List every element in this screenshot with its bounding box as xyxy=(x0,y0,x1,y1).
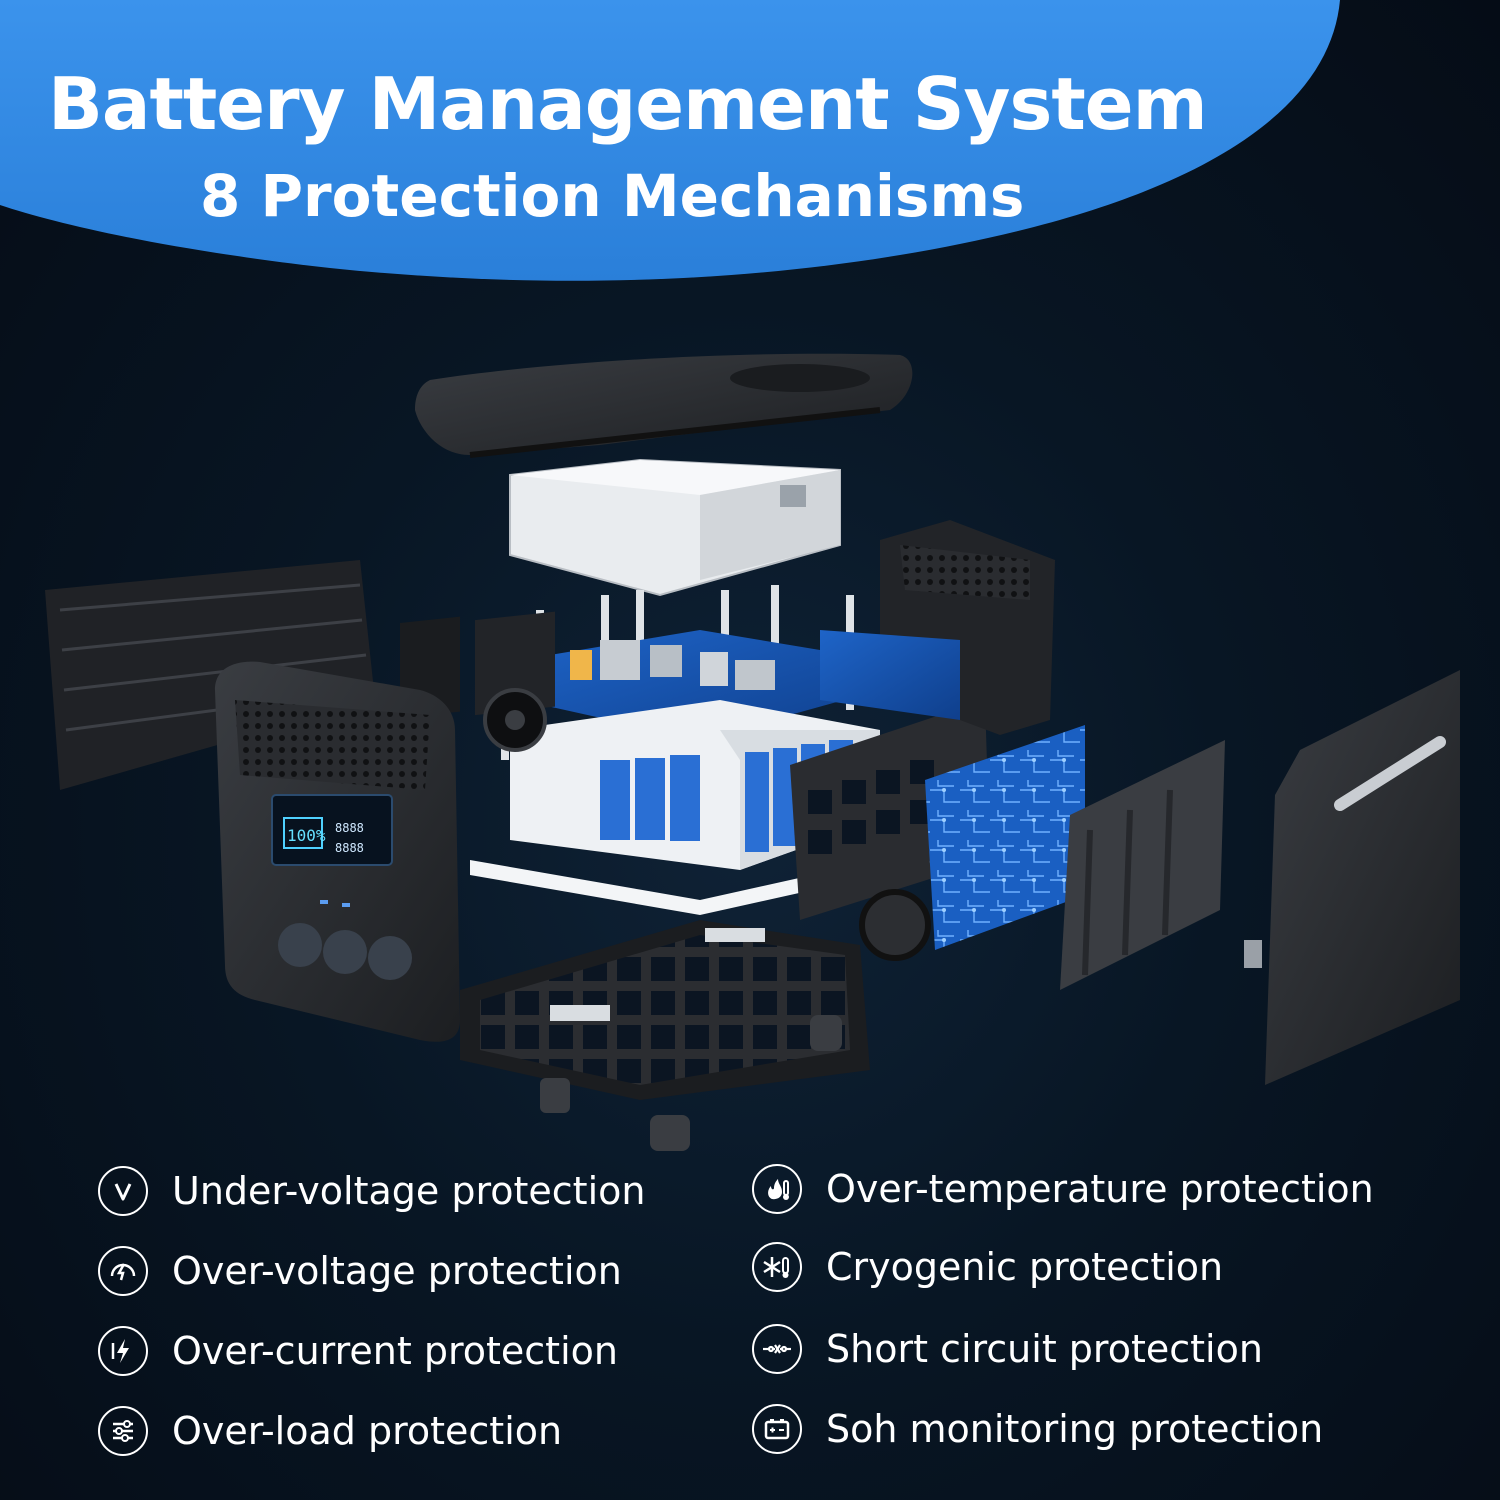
bottom-base-tray xyxy=(460,920,870,1151)
svg-text:8888: 8888 xyxy=(335,821,364,835)
main-pcb xyxy=(520,630,880,740)
cryogenic-icon xyxy=(752,1242,802,1292)
protection-label: Short circuit protection xyxy=(826,1327,1263,1371)
protection-item-over-current: Over-current protection xyxy=(98,1326,618,1376)
protection-item-cryogenic: Cryogenic protection xyxy=(752,1242,1223,1292)
over-current-icon xyxy=(98,1326,148,1376)
protection-label: Cryogenic protection xyxy=(826,1245,1224,1289)
page-subtitle: 8 Protection Mechanisms xyxy=(200,162,1025,230)
protection-label: Soh monitoring protection xyxy=(826,1407,1324,1451)
right-inner-housing xyxy=(820,520,1055,735)
exploded-power-station-illustration: 100% 8888 8888 xyxy=(45,353,1460,1151)
page-title: Battery Management System xyxy=(48,62,1208,146)
protection-item-short-circuit: Short circuit protection xyxy=(752,1324,1263,1374)
lcd-percent: 100% xyxy=(287,826,326,845)
inverter-pcb xyxy=(925,725,1085,950)
under-voltage-icon xyxy=(98,1166,148,1216)
protection-item-over-load: Over-load protection xyxy=(98,1406,562,1456)
protection-label: Under-voltage protection xyxy=(172,1169,646,1213)
wheel xyxy=(859,889,931,961)
over-temperature-icon xyxy=(752,1164,802,1214)
right-grille-piece xyxy=(1060,740,1225,990)
protection-label: Over-load protection xyxy=(172,1409,563,1453)
protection-item-over-temperature: Over-temperature protection xyxy=(752,1164,1374,1214)
protection-item-soh-monitoring: Soh monitoring protection xyxy=(752,1404,1323,1454)
right-outer-cover xyxy=(1244,670,1460,1085)
front-panel: 100% 8888 8888 xyxy=(215,661,460,1042)
short-circuit-icon xyxy=(752,1324,802,1374)
header-banner xyxy=(0,0,1340,281)
protection-item-over-voltage: Over-voltage protection xyxy=(98,1246,622,1296)
top-handle-lid xyxy=(415,353,913,458)
protection-label: Over-voltage protection xyxy=(172,1249,622,1293)
protection-label: Over-temperature protection xyxy=(826,1167,1374,1211)
svg-text:8888: 8888 xyxy=(335,841,364,855)
protection-item-under-voltage: Under-voltage protection xyxy=(98,1166,645,1216)
protection-label: Over-current protection xyxy=(172,1329,618,1373)
metal-frame xyxy=(509,458,841,597)
over-voltage-icon xyxy=(98,1246,148,1296)
over-load-icon xyxy=(98,1406,148,1456)
soh-monitoring-icon xyxy=(752,1404,802,1454)
